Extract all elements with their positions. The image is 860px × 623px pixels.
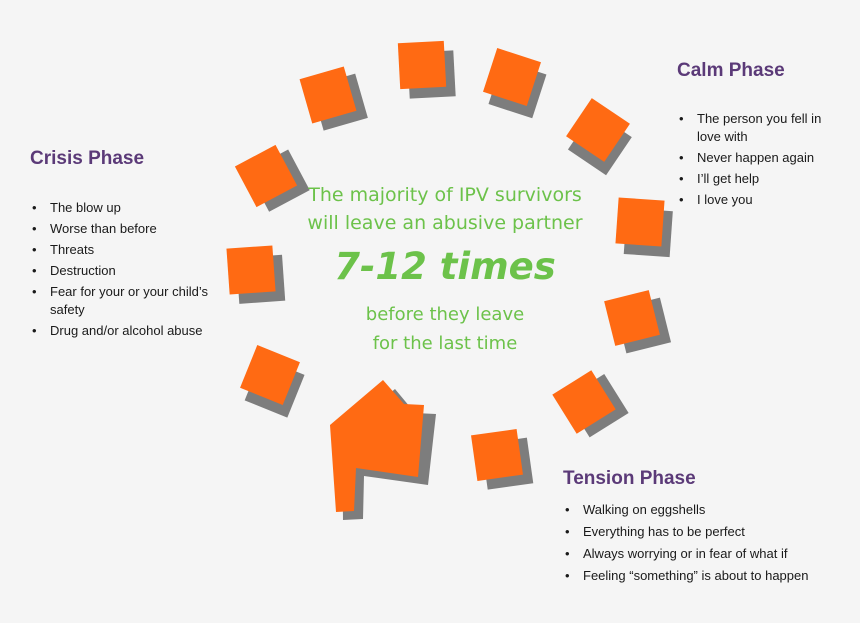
tension-phase-list: Walking on eggshells Everything has to b… bbox=[563, 501, 853, 589]
center-text-line-4: for the last time bbox=[372, 333, 518, 354]
crisis-item: Drug and/or alcohol abuse bbox=[30, 322, 230, 340]
cycle-tile-face bbox=[566, 98, 630, 162]
cycle-tile-face bbox=[615, 197, 665, 247]
cycle-tile-face bbox=[226, 245, 276, 295]
tension-item: Feeling “something” is about to happen bbox=[563, 567, 853, 585]
calm-phase-title: Calm Phase bbox=[677, 60, 785, 81]
cycle-tile bbox=[483, 48, 547, 119]
cycle-tile-face bbox=[483, 48, 541, 106]
cycle-tile bbox=[397, 40, 456, 99]
tension-item: Always worrying or in fear of what if bbox=[563, 545, 853, 563]
tension-item: Everything has to be perfect bbox=[563, 523, 853, 541]
cycle-tile bbox=[566, 98, 632, 176]
crisis-item: The blow up bbox=[30, 199, 230, 217]
cycle-tile bbox=[552, 370, 629, 438]
crisis-item: Worse than before bbox=[30, 220, 230, 238]
cycle-tile bbox=[234, 144, 310, 212]
cycle-tile-face bbox=[240, 345, 300, 405]
calm-item: The person you fell in love with bbox=[677, 110, 847, 146]
crisis-item: Destruction bbox=[30, 262, 230, 280]
cycle-tile bbox=[240, 345, 305, 418]
center-highlight-times: 7-12 times bbox=[334, 245, 556, 288]
crisis-phase-list: The blow up Worse than before Threats De… bbox=[30, 199, 230, 343]
calm-phase-list: The person you fell in love with Never h… bbox=[677, 110, 847, 212]
cycle-tile bbox=[226, 245, 286, 304]
cycle-tile-face bbox=[552, 370, 616, 434]
tension-item: Walking on eggshells bbox=[563, 501, 853, 519]
center-text-line-2: will leave an abusive partner bbox=[307, 212, 583, 234]
cycle-tile bbox=[615, 197, 673, 258]
arrow-tile bbox=[330, 380, 436, 520]
center-text-line-3: before they leave bbox=[365, 304, 525, 325]
crisis-item: Threats bbox=[30, 241, 230, 259]
cycle-tile-face bbox=[397, 40, 447, 90]
tension-phase-title: Tension Phase bbox=[563, 468, 696, 489]
calm-item: Never happen again bbox=[677, 149, 847, 167]
crisis-phase-title: Crisis Phase bbox=[30, 148, 145, 169]
center-text-line-1: The majority of IPV survivors bbox=[308, 184, 582, 206]
arrow-tile-face bbox=[330, 380, 424, 512]
cycle-tile-face bbox=[471, 429, 523, 481]
cycle-tile-face bbox=[604, 290, 660, 346]
cycle-tile-face bbox=[234, 144, 298, 208]
calm-item: I love you bbox=[677, 191, 847, 209]
cycle-tile bbox=[299, 66, 368, 131]
cycle-tile bbox=[604, 290, 672, 354]
cycle-tile-face bbox=[299, 66, 357, 124]
calm-item: I’ll get help bbox=[677, 170, 847, 188]
cycle-tile bbox=[471, 429, 534, 490]
crisis-item: Fear for your or your child’s safety bbox=[30, 283, 230, 319]
